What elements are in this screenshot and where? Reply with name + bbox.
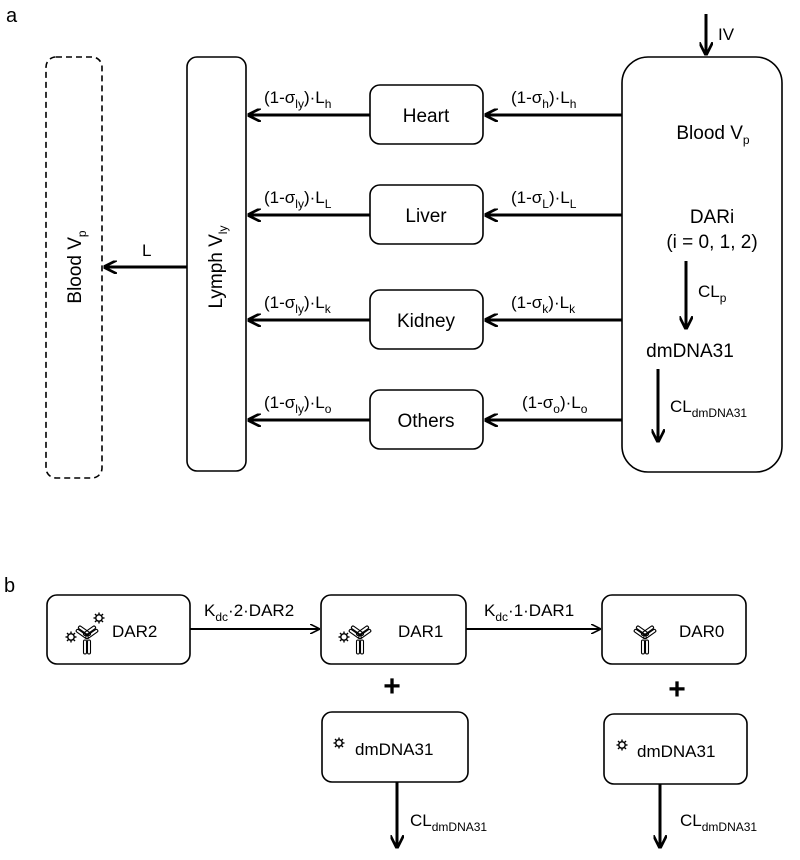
iv-label: IV bbox=[718, 25, 735, 44]
organ-label-liver: Liver bbox=[405, 206, 447, 227]
dar2-label: DAR2 bbox=[112, 622, 157, 641]
panel-b-label: b bbox=[4, 575, 15, 597]
dari-range: (i = 0, 1, 2) bbox=[666, 232, 757, 253]
blood-right-label: Blood Vp bbox=[676, 123, 750, 147]
dmdna-label: dmDNA31 bbox=[646, 341, 734, 362]
organ-label-heart: Heart bbox=[403, 106, 450, 127]
payload-box-2 bbox=[603, 713, 748, 785]
payload-1-label: dmDNA31 bbox=[355, 740, 433, 759]
outflow-label-heart: (1-σly)·Lh bbox=[264, 88, 331, 111]
inflow-label-kidney: (1-σk)·Lk bbox=[511, 293, 576, 316]
dar1-box bbox=[320, 594, 467, 665]
k2-label: Kdc·1·DAR1 bbox=[484, 601, 574, 624]
blood-right-box bbox=[621, 56, 783, 473]
outflow-label-others: (1-σly)·Lo bbox=[264, 393, 332, 416]
dar0-box bbox=[601, 594, 747, 665]
dari-label: DARi bbox=[690, 207, 734, 228]
plus-sign-1: + bbox=[383, 670, 401, 703]
payload-box-1 bbox=[321, 711, 469, 783]
panel-a-label: a bbox=[6, 5, 18, 27]
lymph-out-label: L bbox=[142, 241, 151, 260]
blood-left-label: Blood Vp bbox=[65, 230, 89, 304]
inflow-label-liver: (1-σL)·LL bbox=[511, 188, 577, 211]
plus-sign-2: + bbox=[668, 673, 686, 706]
k1-label: Kdc·2·DAR2 bbox=[204, 601, 294, 624]
dar1-label: DAR1 bbox=[398, 622, 443, 641]
cl-dmdna-label: CLdmDNA31 bbox=[670, 397, 747, 420]
cl-label-1: CLdmDNA31 bbox=[410, 811, 487, 834]
inflow-label-others: (1-σo)·Lo bbox=[522, 393, 588, 416]
blood-left-box bbox=[45, 56, 103, 479]
clp-label: CLp bbox=[698, 282, 727, 305]
inflow-label-heart: (1-σh)·Lh bbox=[511, 88, 576, 111]
lymph-label: Lymph Vly bbox=[206, 226, 230, 309]
lymph-box bbox=[186, 56, 247, 472]
payload-2-label: dmDNA31 bbox=[637, 742, 715, 761]
outflow-label-kidney: (1-σly)·Lk bbox=[264, 293, 332, 316]
dar0-label: DAR0 bbox=[679, 622, 724, 641]
outflow-label-liver: (1-σly)·LL bbox=[264, 188, 332, 211]
organ-label-others: Others bbox=[397, 411, 454, 432]
organ-label-kidney: Kidney bbox=[397, 311, 456, 332]
cl-label-2: CLdmDNA31 bbox=[680, 811, 757, 834]
